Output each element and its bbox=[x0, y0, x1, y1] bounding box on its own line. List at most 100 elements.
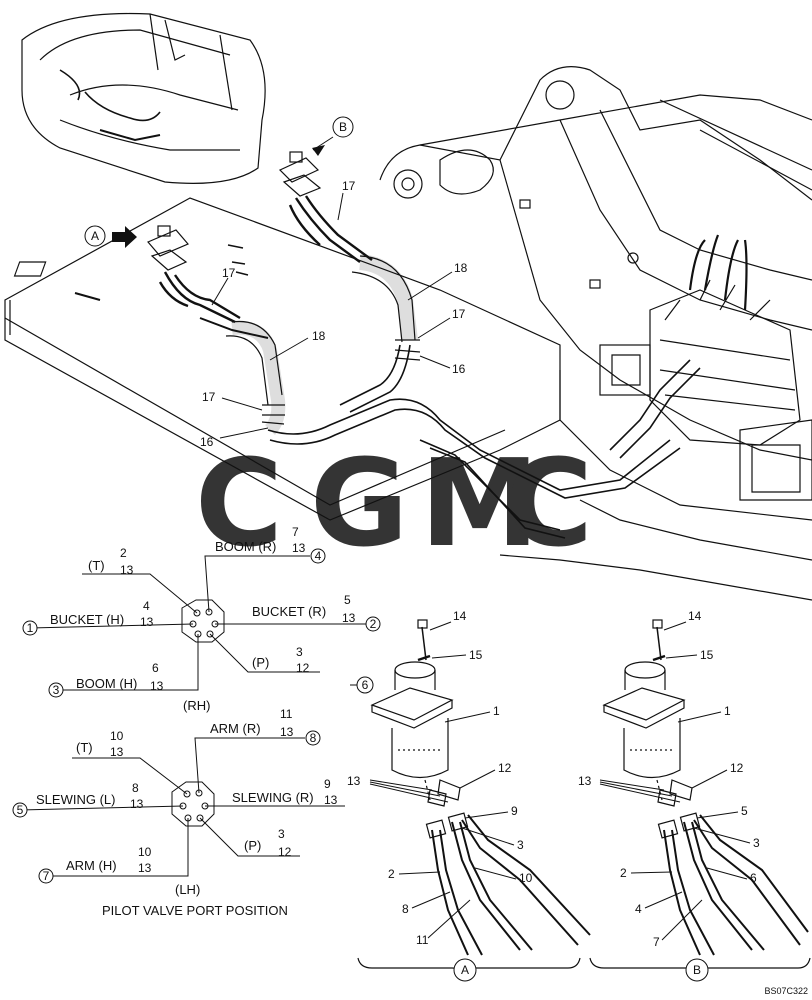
callout-2: 2 bbox=[620, 866, 627, 880]
callout-6: 6 bbox=[750, 871, 757, 885]
callout-1: 1 bbox=[493, 704, 500, 718]
callout-14: 14 bbox=[688, 609, 702, 623]
view-b-letter: B bbox=[339, 120, 347, 134]
callout-10: 10 bbox=[519, 871, 533, 885]
callout-12: 12 bbox=[498, 761, 512, 775]
pilot-valve-b bbox=[278, 151, 373, 263]
port-bucket-h-sub: 13 bbox=[140, 615, 154, 629]
callout-3: 3 bbox=[517, 838, 524, 852]
view-b-label: B bbox=[693, 963, 701, 977]
port-boom-h-num: 6 bbox=[152, 661, 159, 675]
port-slew-l-label: SLEWING (L) bbox=[36, 792, 115, 807]
port-p-label: (P) bbox=[244, 838, 261, 853]
callout-15: 15 bbox=[700, 648, 714, 662]
lh-caption: (LH) bbox=[175, 882, 200, 897]
port-arm-r-num: 11 bbox=[280, 707, 293, 721]
view-a-label: A bbox=[461, 963, 469, 977]
port-t-sub: 13 bbox=[110, 745, 124, 759]
seat-inset bbox=[21, 12, 266, 184]
port-arm-h-num: 10 bbox=[138, 845, 152, 859]
view-b-marker bbox=[332, 116, 354, 138]
port-t-num: 2 bbox=[120, 546, 127, 560]
callout-15: 15 bbox=[469, 648, 483, 662]
hose-sleeve-left bbox=[225, 320, 286, 435]
port-slew-l-circle: 5 bbox=[17, 803, 24, 817]
port-arm-h-circle: 7 bbox=[43, 869, 50, 883]
hose-sleeve-right bbox=[351, 254, 421, 361]
view-b-callouts: 14 15 1 13 12 5 3 2 6 4 7 B bbox=[578, 609, 760, 982]
arrow-b-icon bbox=[312, 145, 325, 156]
rh-port-diagram bbox=[29, 555, 366, 691]
callout-18: 18 bbox=[454, 261, 468, 275]
port-p-sub: 12 bbox=[296, 661, 310, 675]
port-boom-r-label: BOOM (R) bbox=[215, 539, 276, 554]
view-b-detail bbox=[589, 619, 811, 977]
port-bucket-r-sub: 13 bbox=[342, 611, 356, 625]
hose-bundle bbox=[267, 344, 701, 539]
port-boom-h-label: BOOM (H) bbox=[76, 676, 137, 691]
view-a-detail bbox=[357, 619, 591, 978]
port-slew-l-sub: 13 bbox=[130, 797, 144, 811]
port-p-label: (P) bbox=[252, 655, 269, 670]
port-bucket-r-label: BUCKET (R) bbox=[252, 604, 326, 619]
port-t-sub: 13 bbox=[120, 563, 134, 577]
port-p-num: 3 bbox=[296, 645, 303, 659]
port-t-label: (T) bbox=[76, 740, 93, 755]
boom-frame bbox=[379, 66, 812, 601]
callout-14: 14 bbox=[453, 609, 467, 623]
port-boom-h-sub: 13 bbox=[150, 679, 164, 693]
footer-title: PILOT VALVE PORT POSITION bbox=[102, 903, 288, 918]
callout-17: 17 bbox=[452, 307, 466, 321]
port-bucket-h-num: 4 bbox=[143, 599, 150, 613]
rh-valve-outline bbox=[181, 599, 225, 643]
lh-port-labels: (T) 10 13 ARM (R) 11 13 8 5 SLEWING (L) … bbox=[12, 707, 338, 918]
port-bucket-r-num: 5 bbox=[344, 593, 351, 607]
callout-11: 11 bbox=[416, 933, 429, 947]
watermark-letter: C bbox=[505, 435, 593, 574]
port-arm-h-label: ARM (H) bbox=[66, 858, 117, 873]
port-arm-r-circle: 8 bbox=[310, 731, 317, 745]
upper-callouts: B A 17 17 18 18 17 16 17 16 bbox=[84, 116, 468, 449]
port-boom-r-num: 7 bbox=[292, 525, 299, 539]
callout-9: 9 bbox=[511, 804, 518, 818]
port-p-sub: 12 bbox=[278, 845, 292, 859]
callout-3: 3 bbox=[753, 836, 760, 850]
rh-caption: (RH) bbox=[183, 698, 210, 713]
lh-port-diagram bbox=[19, 737, 345, 877]
port-arm-h-sub: 13 bbox=[138, 861, 152, 875]
port-slew-r-sub: 13 bbox=[324, 793, 338, 807]
port-arm-r-sub: 13 bbox=[280, 725, 294, 739]
callout-12: 12 bbox=[730, 761, 744, 775]
control-valve bbox=[599, 234, 801, 446]
callout-17: 17 bbox=[222, 266, 236, 280]
port-t-label: (T) bbox=[88, 558, 105, 573]
callout-16: 16 bbox=[452, 362, 466, 376]
port-arm-r-label: ARM (R) bbox=[210, 721, 261, 736]
ref-circle-6: 6 bbox=[362, 678, 369, 692]
callout-8: 8 bbox=[402, 902, 409, 916]
port-bucket-h-circle: 1 bbox=[27, 621, 34, 635]
view-a-callouts: 14 15 6 1 13 12 9 3 2 10 8 11 A bbox=[347, 609, 533, 982]
machine-illustration bbox=[4, 12, 812, 601]
port-p-num: 3 bbox=[278, 827, 285, 841]
port-boom-r-circle: 4 bbox=[315, 549, 322, 563]
callout-17: 17 bbox=[202, 390, 216, 404]
port-bucket-h-label: BUCKET (H) bbox=[50, 612, 124, 627]
callout-13: 13 bbox=[347, 774, 361, 788]
view-a-letter: A bbox=[91, 229, 99, 243]
port-slew-r-num: 9 bbox=[324, 777, 331, 791]
callout-16: 16 bbox=[200, 435, 214, 449]
port-boom-h-circle: 3 bbox=[53, 683, 60, 697]
callout-4: 4 bbox=[635, 902, 642, 916]
callout-5: 5 bbox=[741, 804, 748, 818]
drawing-code: BS07C322 bbox=[764, 986, 808, 996]
watermark-letter: C bbox=[195, 435, 283, 574]
port-slew-r-label: SLEWING (R) bbox=[232, 790, 314, 805]
callout-2: 2 bbox=[388, 867, 395, 881]
lh-valve-outline bbox=[171, 781, 215, 827]
callout-18: 18 bbox=[312, 329, 326, 343]
callout-7: 7 bbox=[653, 935, 660, 949]
view-a-marker bbox=[84, 225, 106, 247]
